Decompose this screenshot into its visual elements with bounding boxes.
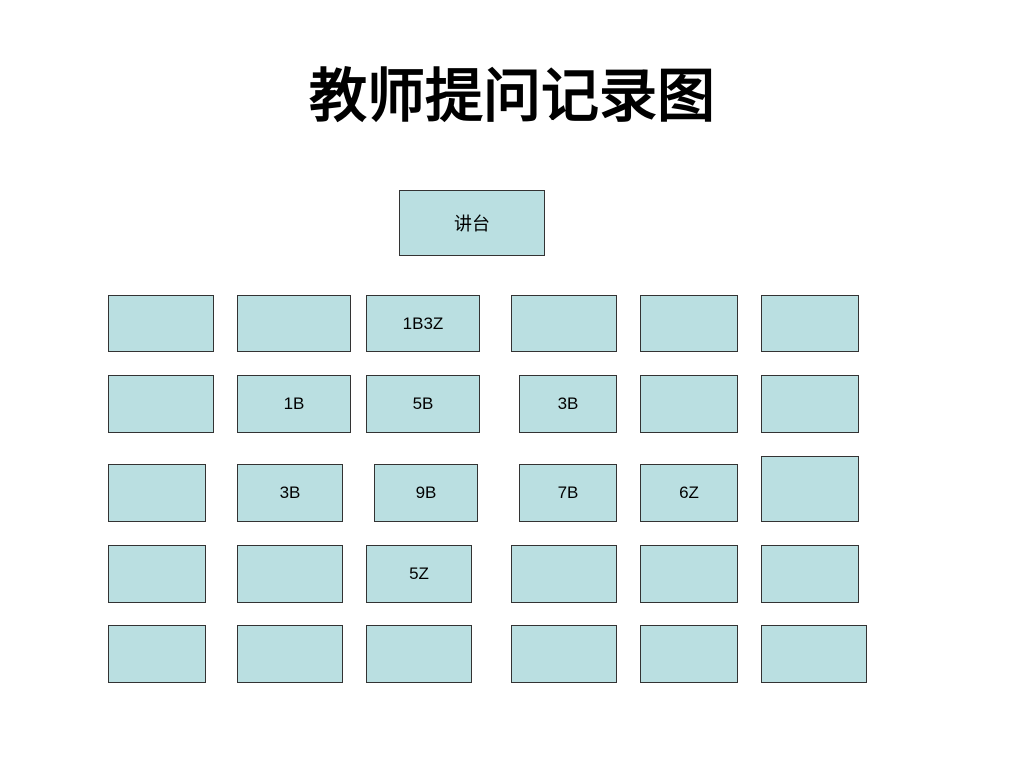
seat-r2-c2: 1B [237,375,351,433]
seat-r5-c5 [640,625,738,683]
seat-r4-c5 [640,545,738,603]
seat-r5-c6 [761,625,867,683]
seat-r3-c5: 6Z [640,464,738,522]
seat-r2-c4: 3B [519,375,617,433]
seat-r4-c4 [511,545,617,603]
seat-r2-c3: 5B [366,375,480,433]
seat-r5-c3 [366,625,472,683]
seat-r3-c3: 9B [374,464,478,522]
seat-r2-c6 [761,375,859,433]
seat-r1-c6 [761,295,859,352]
seat-r1-c1 [108,295,214,352]
seat-r4-c3: 5Z [366,545,472,603]
seat-r5-c2 [237,625,343,683]
podium: 讲台 [399,190,545,256]
page-title: 教师提问记录图 [308,62,715,130]
seat-r5-c4 [511,625,617,683]
seat-r3-c4: 7B [519,464,617,522]
seat-r4-c1 [108,545,206,603]
seat-r2-c1 [108,375,214,433]
seat-r2-c5 [640,375,738,433]
seat-r5-c1 [108,625,206,683]
seat-r4-c6 [761,545,859,603]
seat-r1-c2 [237,295,351,352]
seat-r1-c3: 1B3Z [366,295,480,352]
seat-r3-c1 [108,464,206,522]
seat-r1-c5 [640,295,738,352]
seat-r3-c6 [761,456,859,522]
seat-r3-c2: 3B [237,464,343,522]
seat-r4-c2 [237,545,343,603]
seat-r1-c4 [511,295,617,352]
